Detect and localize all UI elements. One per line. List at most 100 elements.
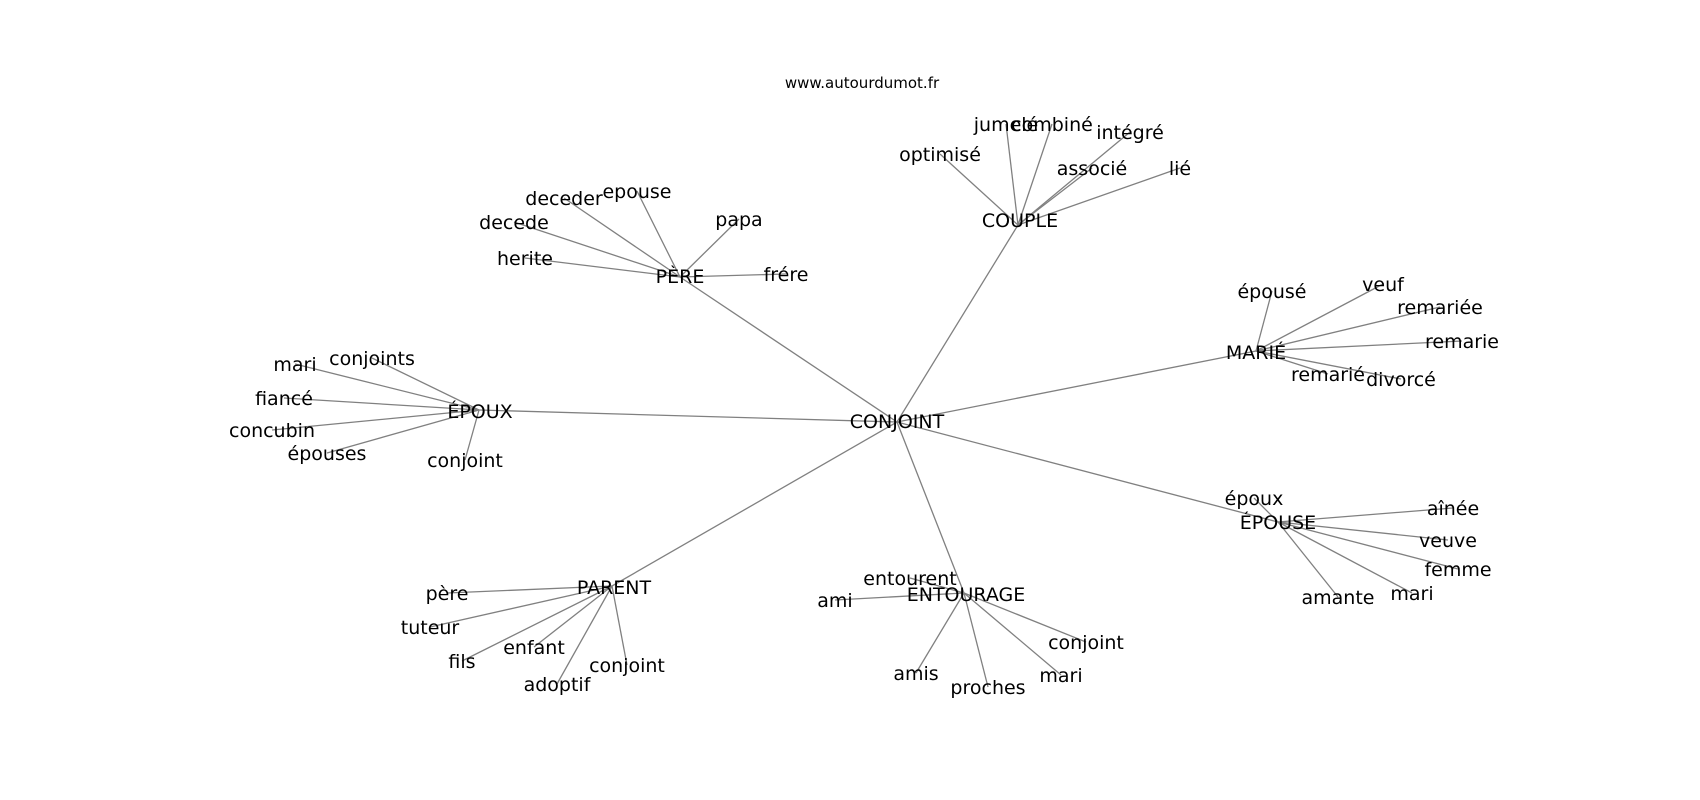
word-node-parent-0[interactable]: père bbox=[426, 583, 469, 605]
edge-marie-4 bbox=[1255, 350, 1329, 375]
word-node-pere-0[interactable]: deceder bbox=[525, 188, 603, 210]
edge-center-epoux bbox=[478, 409, 898, 423]
edge-pere-5 bbox=[679, 273, 787, 278]
word-node-marie-2[interactable]: remariée bbox=[1397, 297, 1483, 319]
cluster-node-parent[interactable]: PARENT bbox=[577, 577, 652, 599]
word-node-parent-4[interactable]: conjoint bbox=[589, 655, 665, 677]
word-node-entourage-4[interactable]: proches bbox=[950, 677, 1025, 699]
word-node-entourage-1[interactable]: ami bbox=[817, 590, 852, 612]
edge-pere-1 bbox=[636, 190, 681, 278]
word-node-epouse-0[interactable]: époux bbox=[1225, 488, 1284, 510]
word-node-pere-4[interactable]: herite bbox=[497, 248, 553, 270]
edge-entourage-4 bbox=[963, 592, 989, 688]
word-node-parent-5[interactable]: adoptif bbox=[524, 674, 592, 696]
edge-couple-1 bbox=[1017, 123, 1053, 226]
word-node-epouse-1[interactable]: aînée bbox=[1427, 498, 1479, 520]
word-node-entourage-3[interactable]: amis bbox=[893, 663, 938, 685]
edge-epoux-3 bbox=[271, 409, 480, 431]
edge-parent-5 bbox=[556, 585, 613, 685]
word-node-epoux-2[interactable]: fiancé bbox=[255, 388, 313, 410]
word-node-pere-1[interactable]: epouse bbox=[602, 181, 671, 203]
edge-parent-1 bbox=[429, 585, 613, 628]
edge-center-marie bbox=[896, 350, 1257, 423]
word-node-epoux-5[interactable]: conjoint bbox=[427, 450, 503, 472]
edge-epouse-1 bbox=[1277, 507, 1454, 523]
edge-center-couple bbox=[896, 224, 1019, 423]
edge-pere-4 bbox=[524, 257, 681, 278]
edge-center-pere bbox=[679, 276, 898, 423]
word-node-epoux-0[interactable]: mari bbox=[273, 354, 316, 376]
edge-pere-0 bbox=[563, 197, 681, 278]
edge-epouse-5 bbox=[1277, 521, 1413, 594]
word-node-couple-3[interactable]: optimisé bbox=[899, 144, 981, 166]
cluster-node-epouse[interactable]: ÉPOUSE bbox=[1240, 511, 1316, 534]
edge-couple-4 bbox=[1017, 167, 1093, 226]
cluster-node-pere[interactable]: PÈRE bbox=[656, 265, 705, 288]
cluster-node-couple[interactable]: COUPLE bbox=[982, 210, 1058, 232]
word-node-marie-1[interactable]: veuf bbox=[1362, 274, 1405, 296]
edge-pere-3 bbox=[513, 221, 681, 278]
edge-couple-2 bbox=[1017, 131, 1131, 226]
edge-epoux-0 bbox=[294, 363, 480, 411]
edge-epouse-4 bbox=[1277, 521, 1339, 598]
edge-entourage-5 bbox=[963, 592, 1062, 676]
edge-epouse-0 bbox=[1253, 497, 1279, 523]
cluster-node-entourage[interactable]: ENTOURAGE bbox=[907, 584, 1026, 606]
cluster-node-marie[interactable]: MARIÉ bbox=[1226, 341, 1286, 364]
word-node-epouse-3[interactable]: femme bbox=[1424, 559, 1491, 581]
edges bbox=[271, 123, 1463, 688]
word-node-marie-5[interactable]: divorcé bbox=[1366, 369, 1436, 391]
word-node-parent-2[interactable]: fils bbox=[448, 651, 475, 673]
edge-epouse-2 bbox=[1277, 521, 1449, 541]
edge-center-parent bbox=[611, 421, 898, 587]
edge-epouse-3 bbox=[1277, 521, 1459, 570]
word-node-couple-0[interactable]: jumelé bbox=[973, 114, 1039, 136]
center-node[interactable]: CONJOINT bbox=[850, 411, 945, 433]
word-node-epouse-5[interactable]: mari bbox=[1390, 583, 1433, 605]
word-node-pere-2[interactable]: papa bbox=[715, 209, 762, 231]
source-url[interactable]: www.autourdumot.fr bbox=[785, 74, 940, 92]
edge-pere-2 bbox=[679, 218, 740, 278]
cluster-node-epoux[interactable]: ÉPOUX bbox=[447, 400, 512, 423]
word-node-entourage-5[interactable]: mari bbox=[1039, 665, 1082, 687]
edge-epoux-4 bbox=[326, 409, 480, 454]
word-node-pere-3[interactable]: decede bbox=[479, 212, 549, 234]
word-node-entourage-2[interactable]: conjoint bbox=[1048, 632, 1124, 654]
edge-entourage-1 bbox=[834, 592, 965, 601]
word-node-entourage-0[interactable]: entourent bbox=[863, 568, 956, 590]
edge-couple-0 bbox=[1005, 123, 1019, 226]
word-node-epoux-4[interactable]: épouses bbox=[288, 443, 367, 465]
word-node-epoux-1[interactable]: conjoints bbox=[329, 348, 415, 370]
word-node-marie-0[interactable]: épousé bbox=[1237, 281, 1306, 303]
word-node-marie-3[interactable]: remarie bbox=[1425, 331, 1499, 353]
edge-parent-3 bbox=[533, 585, 613, 648]
edge-marie-3 bbox=[1255, 340, 1463, 352]
word-node-marie-4[interactable]: remarié bbox=[1291, 364, 1365, 386]
edge-marie-5 bbox=[1255, 350, 1402, 380]
edge-entourage-0 bbox=[909, 577, 965, 594]
word-node-parent-1[interactable]: tuteur bbox=[401, 617, 460, 639]
word-node-couple-5[interactable]: lié bbox=[1169, 158, 1191, 180]
word-node-couple-2[interactable]: intégré bbox=[1096, 122, 1164, 144]
edge-couple-3 bbox=[939, 153, 1019, 226]
word-node-pere-5[interactable]: frére bbox=[764, 264, 809, 286]
edge-entourage-3 bbox=[915, 592, 965, 674]
edge-parent-4 bbox=[611, 585, 628, 666]
edge-epoux-5 bbox=[464, 409, 480, 461]
edge-epoux-2 bbox=[283, 397, 480, 411]
word-node-couple-1[interactable]: combiné bbox=[1011, 114, 1093, 136]
word-node-couple-4[interactable]: associé bbox=[1057, 158, 1127, 180]
edge-parent-0 bbox=[446, 585, 613, 594]
edge-parent-2 bbox=[461, 585, 613, 662]
word-node-parent-3[interactable]: enfant bbox=[503, 637, 565, 659]
edge-center-epouse bbox=[896, 421, 1279, 523]
word-node-epoux-3[interactable]: concubin bbox=[229, 420, 315, 442]
edge-marie-2 bbox=[1255, 306, 1441, 352]
edge-entourage-2 bbox=[963, 592, 1087, 643]
edge-marie-1 bbox=[1255, 283, 1384, 352]
edge-epoux-1 bbox=[371, 357, 480, 411]
word-node-epouse-4[interactable]: amante bbox=[1302, 587, 1375, 609]
word-node-epouse-2[interactable]: veuve bbox=[1419, 530, 1477, 552]
